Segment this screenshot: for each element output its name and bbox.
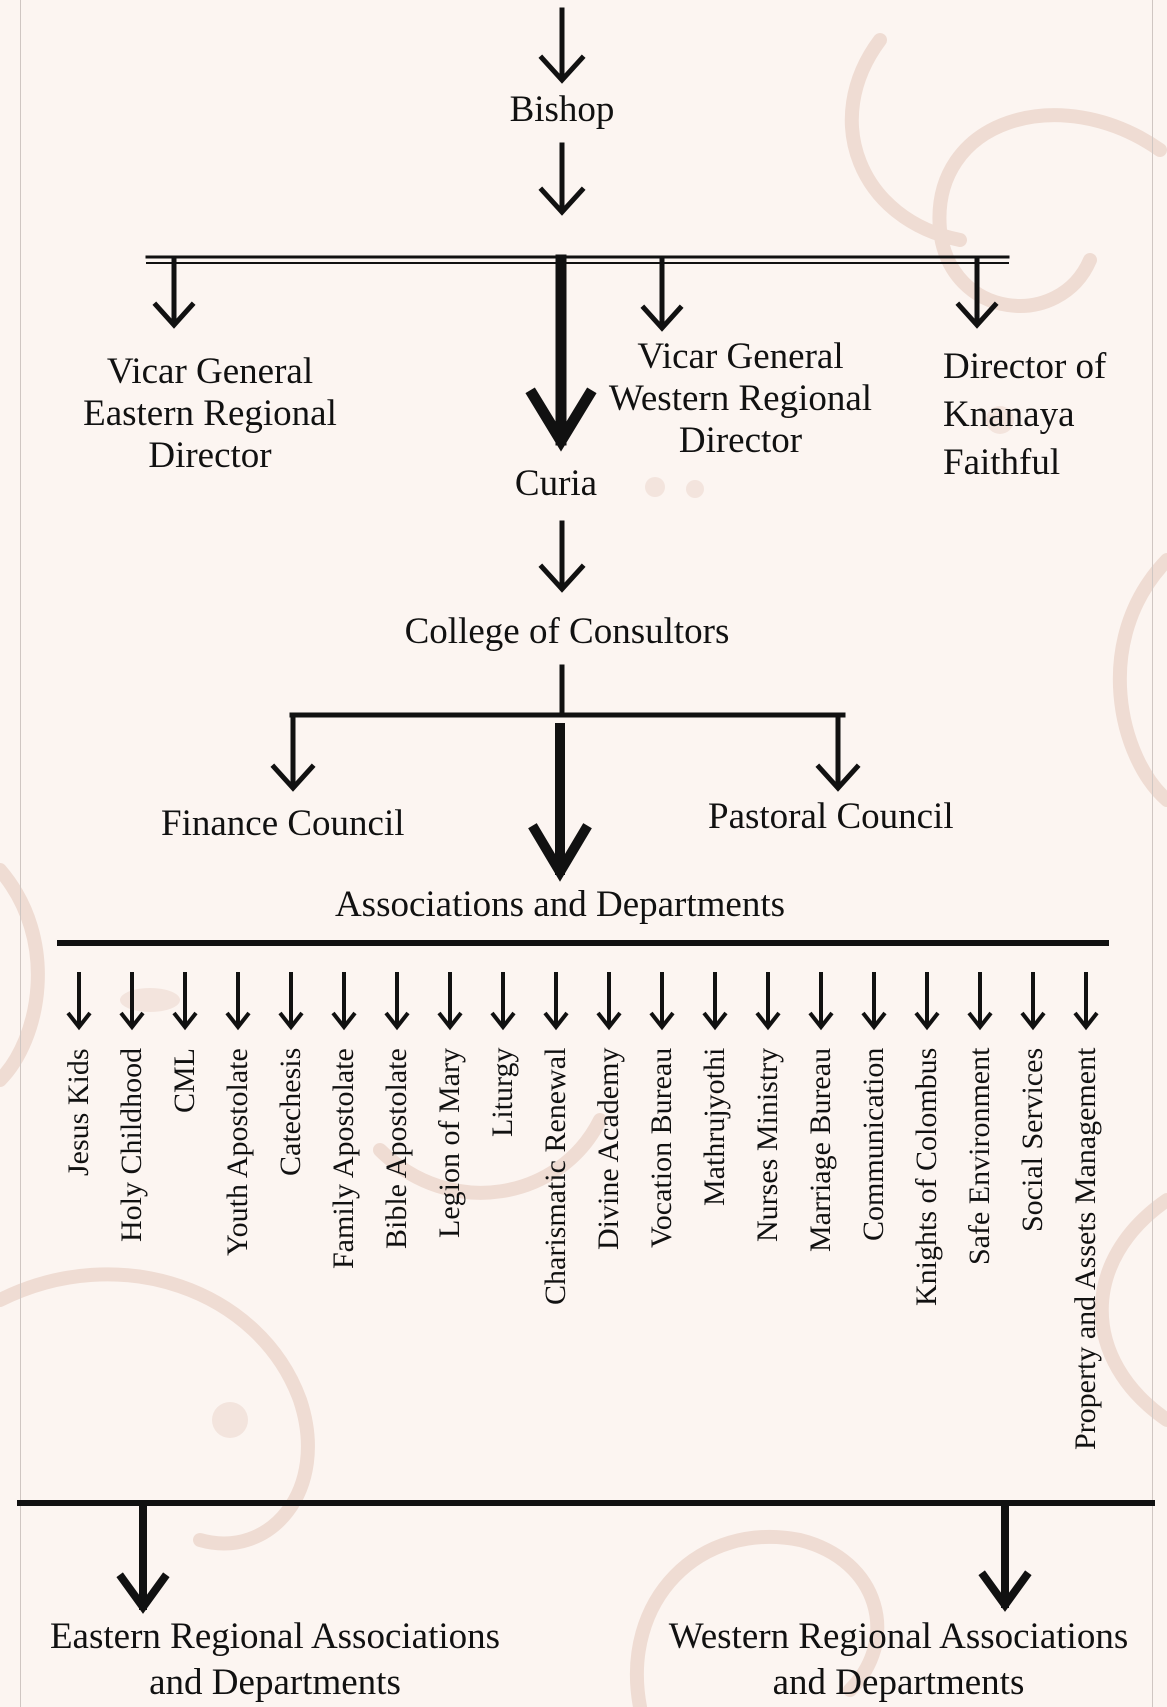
dept-arrowhead bbox=[437, 1011, 463, 1031]
department-label: CML bbox=[168, 1048, 201, 1114]
department-label: Liturgy bbox=[486, 1048, 519, 1138]
arrowhead-pastoral bbox=[815, 763, 861, 792]
arrowhead-director-knanaya bbox=[955, 301, 999, 329]
department-label: Holy Childhood bbox=[115, 1048, 148, 1243]
dept-arrowhead bbox=[278, 1011, 304, 1031]
node-eastern-regional-associations: Eastern Regional Associations and Depart… bbox=[49, 1616, 501, 1703]
arrowhead-curia-college bbox=[538, 563, 586, 593]
department-label: Catechesis bbox=[274, 1048, 307, 1177]
department-label: Divine Academy bbox=[592, 1048, 625, 1251]
frame-border-right bbox=[1152, 0, 1153, 1707]
node-vicar-west: Vicar General Western Regional Director bbox=[608, 336, 873, 461]
department-label: Charismatic Renewal bbox=[539, 1048, 572, 1306]
department-label: Family Apostolate bbox=[327, 1048, 360, 1269]
dept-arrowhead bbox=[808, 1011, 834, 1031]
dept-arrowhead bbox=[1073, 1011, 1099, 1031]
dept-arrowhead bbox=[331, 1011, 357, 1031]
department-label: Social Services bbox=[1016, 1048, 1049, 1233]
node-pastoral-council: Pastoral Council bbox=[708, 796, 954, 837]
department-label: Nurses Ministry bbox=[751, 1048, 784, 1243]
dept-arrowhead bbox=[702, 1011, 728, 1031]
arrowhead-vicar-west bbox=[640, 304, 684, 332]
department-label: Bible Apostolate bbox=[380, 1048, 413, 1249]
node-college-of-consultors: College of Consultors bbox=[404, 611, 730, 652]
dept-arrowhead bbox=[649, 1011, 675, 1031]
node-curia: Curia bbox=[514, 463, 598, 504]
arrowhead-vicar-east bbox=[152, 301, 196, 329]
frame-border-left bbox=[20, 0, 21, 1707]
department-label: Youth Apostolate bbox=[221, 1048, 254, 1256]
department-label: Marriage Bureau bbox=[804, 1048, 837, 1253]
arrowhead-eastern-regional bbox=[116, 1572, 170, 1614]
arrowhead-bishop-down bbox=[538, 186, 586, 216]
dept-arrowhead bbox=[490, 1011, 516, 1031]
arrowhead-finance bbox=[270, 763, 316, 792]
dept-arrowhead bbox=[861, 1011, 887, 1031]
dept-arrowhead bbox=[1020, 1011, 1046, 1031]
node-western-regional-associations: Western Regional Associations and Depart… bbox=[668, 1616, 1129, 1703]
department-label: Mathrujyothi bbox=[698, 1048, 731, 1207]
department-label: Jesus Kids bbox=[62, 1048, 95, 1176]
dept-arrowhead bbox=[172, 1011, 198, 1031]
node-finance-council: Finance Council bbox=[161, 803, 405, 844]
dept-arrowhead bbox=[225, 1011, 251, 1031]
arrowhead-to-bishop bbox=[538, 54, 586, 84]
dept-arrowhead bbox=[384, 1011, 410, 1031]
department-label: Safe Environment bbox=[963, 1048, 996, 1266]
node-director-knanaya: Director of Knanaya Faithful bbox=[943, 346, 1107, 483]
department-label: Communication bbox=[857, 1048, 890, 1242]
dept-arrowhead bbox=[543, 1011, 569, 1031]
department-label: Legion of Mary bbox=[433, 1048, 466, 1238]
dept-arrowhead bbox=[755, 1011, 781, 1031]
node-bishop: Bishop bbox=[509, 89, 615, 130]
arrowhead-curia bbox=[525, 387, 597, 452]
department-label: Property and Assets Management bbox=[1069, 1048, 1102, 1451]
dept-arrowhead bbox=[967, 1011, 993, 1031]
arrowhead-associations bbox=[528, 823, 592, 882]
department-label: Knights of Colombus bbox=[910, 1048, 943, 1307]
dept-arrowhead bbox=[596, 1011, 622, 1031]
dept-arrowhead bbox=[66, 1011, 92, 1031]
dept-arrowhead bbox=[119, 1011, 145, 1031]
node-vicar-east: Vicar General Eastern Regional Director bbox=[83, 351, 337, 476]
dept-arrowhead bbox=[914, 1011, 940, 1031]
node-associations-departments: Associations and Departments bbox=[334, 884, 786, 925]
arrowhead-western-regional bbox=[978, 1570, 1032, 1612]
department-label: Vocation Bureau bbox=[645, 1048, 678, 1249]
